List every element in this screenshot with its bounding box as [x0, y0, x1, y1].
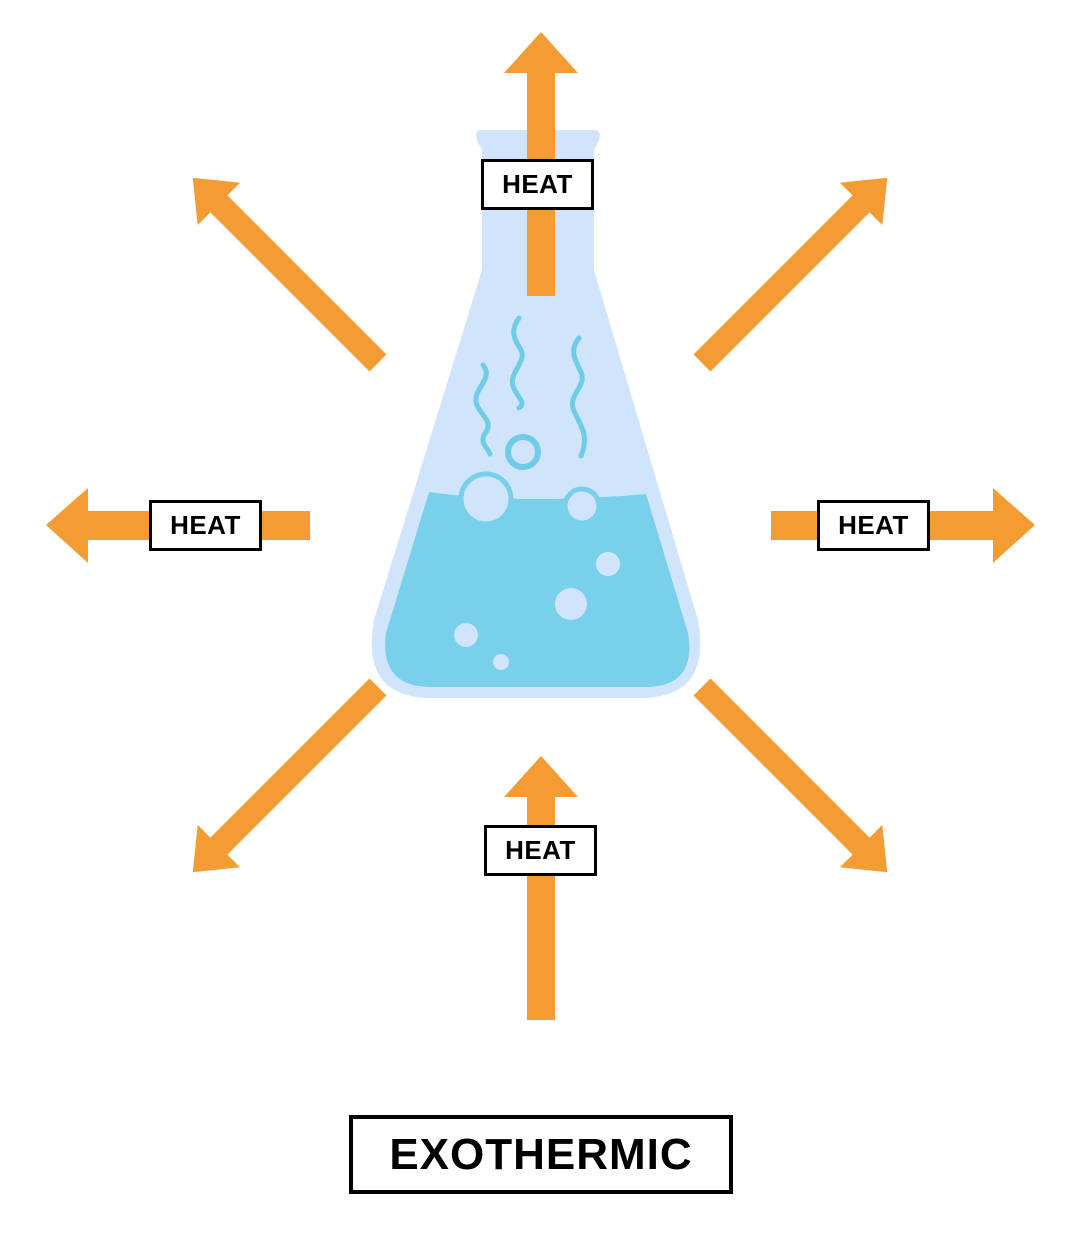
diagram-caption: EXOTHERMIC	[349, 1115, 733, 1194]
bubble	[555, 588, 587, 620]
bubble-ring	[562, 486, 602, 526]
bubble-ring	[458, 471, 514, 527]
arrow-lower-left	[192, 678, 387, 873]
bubble	[493, 654, 509, 670]
heat-label-top: HEAT	[481, 159, 594, 210]
arrow-lower-right	[693, 678, 888, 873]
arrow-upper-left	[192, 177, 387, 372]
heat-arrows	[46, 32, 1035, 1020]
bubble	[596, 552, 620, 576]
steam-wave-middle	[509, 315, 525, 411]
heat-label-bottom: HEAT	[484, 825, 597, 876]
flask-liquid	[385, 492, 690, 687]
arrow-upper-right	[693, 177, 888, 372]
heat-label-left: HEAT	[149, 500, 262, 551]
heat-label-right: HEAT	[817, 500, 930, 551]
bubble	[454, 623, 478, 647]
bubble-outline	[505, 434, 541, 470]
steam-wave-left	[473, 362, 493, 457]
steam-wave-icon	[473, 315, 588, 459]
arrow-up-bottom	[504, 756, 578, 1020]
bubble-icon	[454, 434, 620, 670]
steam-wave-right	[569, 335, 588, 459]
